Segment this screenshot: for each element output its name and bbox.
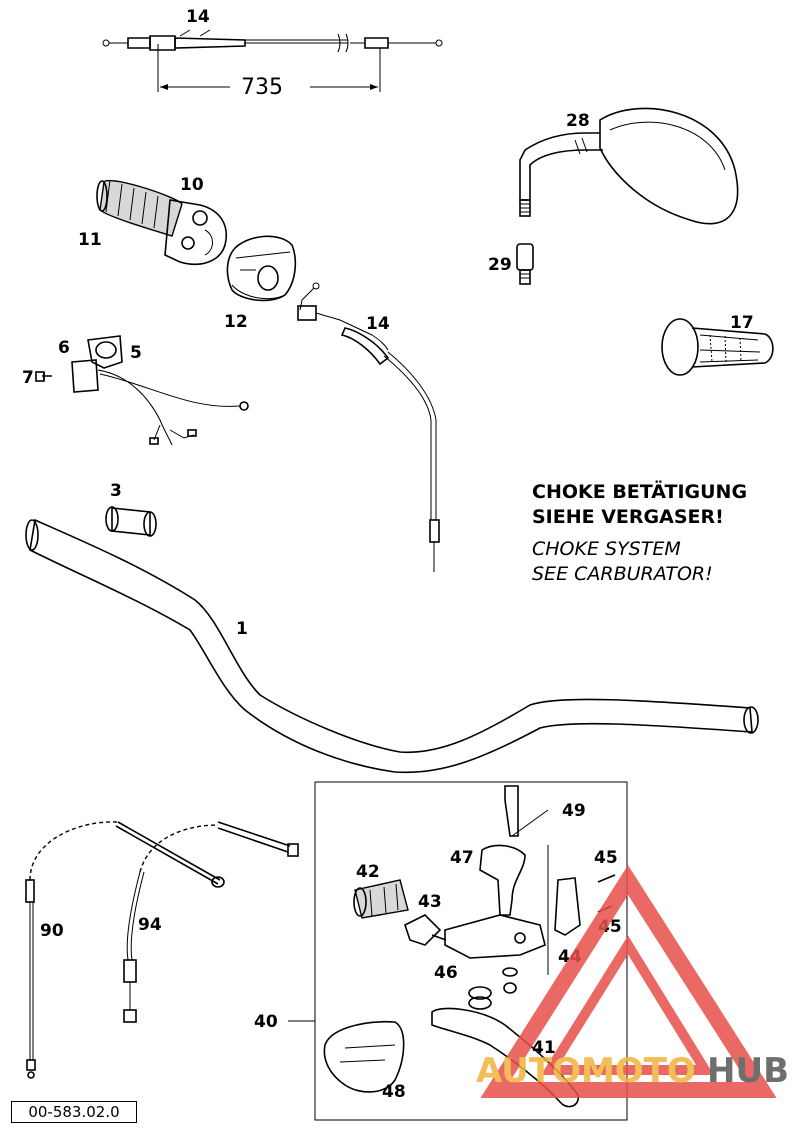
left-grip — [661, 318, 774, 376]
label-42: 42 — [356, 862, 380, 882]
choke-cable — [297, 282, 440, 572]
label-48: 48 — [382, 1082, 406, 1102]
label-10: 10 — [180, 175, 204, 195]
dimension-label: 735 — [241, 75, 283, 100]
label-28: 28 — [566, 111, 590, 131]
handlebar-bushing — [105, 506, 157, 537]
label-7: 7 — [22, 368, 34, 388]
note-line-2: SIEHE VERGASER! — [532, 506, 724, 528]
watermark-text-automoto: AUTOMOTO — [476, 1051, 696, 1091]
label-1: 1 — [236, 619, 248, 639]
handlebar — [25, 518, 759, 774]
watermark-text-hub: HUB — [707, 1051, 789, 1091]
mirror — [519, 107, 739, 225]
label-6: 6 — [58, 338, 70, 358]
throttle-grip — [96, 179, 227, 266]
drawing-code: 00-583.02.0 — [11, 1101, 137, 1123]
brake-lever-assembly — [323, 785, 616, 1108]
label-47: 47 — [450, 848, 474, 868]
throttle-cable-top — [102, 29, 443, 92]
label-45-top: 45 — [594, 848, 618, 868]
label-43: 43 — [418, 892, 442, 912]
choke-note: CHOKE BETÄTIGUNG SIEHE VERGASER! CHOKE S… — [532, 479, 747, 585]
label-11: 11 — [78, 230, 102, 250]
note-line-1: CHOKE BETÄTIGUNG — [532, 479, 747, 503]
label-14-top: 14 — [186, 7, 210, 27]
label-90: 90 — [40, 921, 64, 941]
grip-housing-cover — [226, 235, 297, 302]
label-14-mid: 14 — [366, 314, 390, 334]
label-94: 94 — [138, 915, 162, 935]
label-5: 5 — [130, 343, 142, 363]
watermark-logo: AUTOMOTO HUB — [476, 865, 789, 1098]
note-line-4: SEE CARBURATOR! — [532, 563, 713, 585]
clutch-cable-90 — [25, 821, 225, 1079]
label-40: 40 — [254, 1012, 278, 1032]
label-17: 17 — [730, 313, 754, 333]
label-41: 41 — [532, 1038, 556, 1058]
note-line-3: CHOKE SYSTEM — [532, 538, 681, 560]
label-12: 12 — [224, 312, 248, 332]
label-3: 3 — [110, 481, 122, 501]
kill-switch — [35, 335, 249, 446]
label-46: 46 — [434, 963, 458, 983]
label-29: 29 — [488, 255, 512, 275]
brake-cable-94 — [123, 821, 299, 1023]
label-49: 49 — [562, 801, 586, 821]
mirror-adapter — [516, 243, 534, 285]
